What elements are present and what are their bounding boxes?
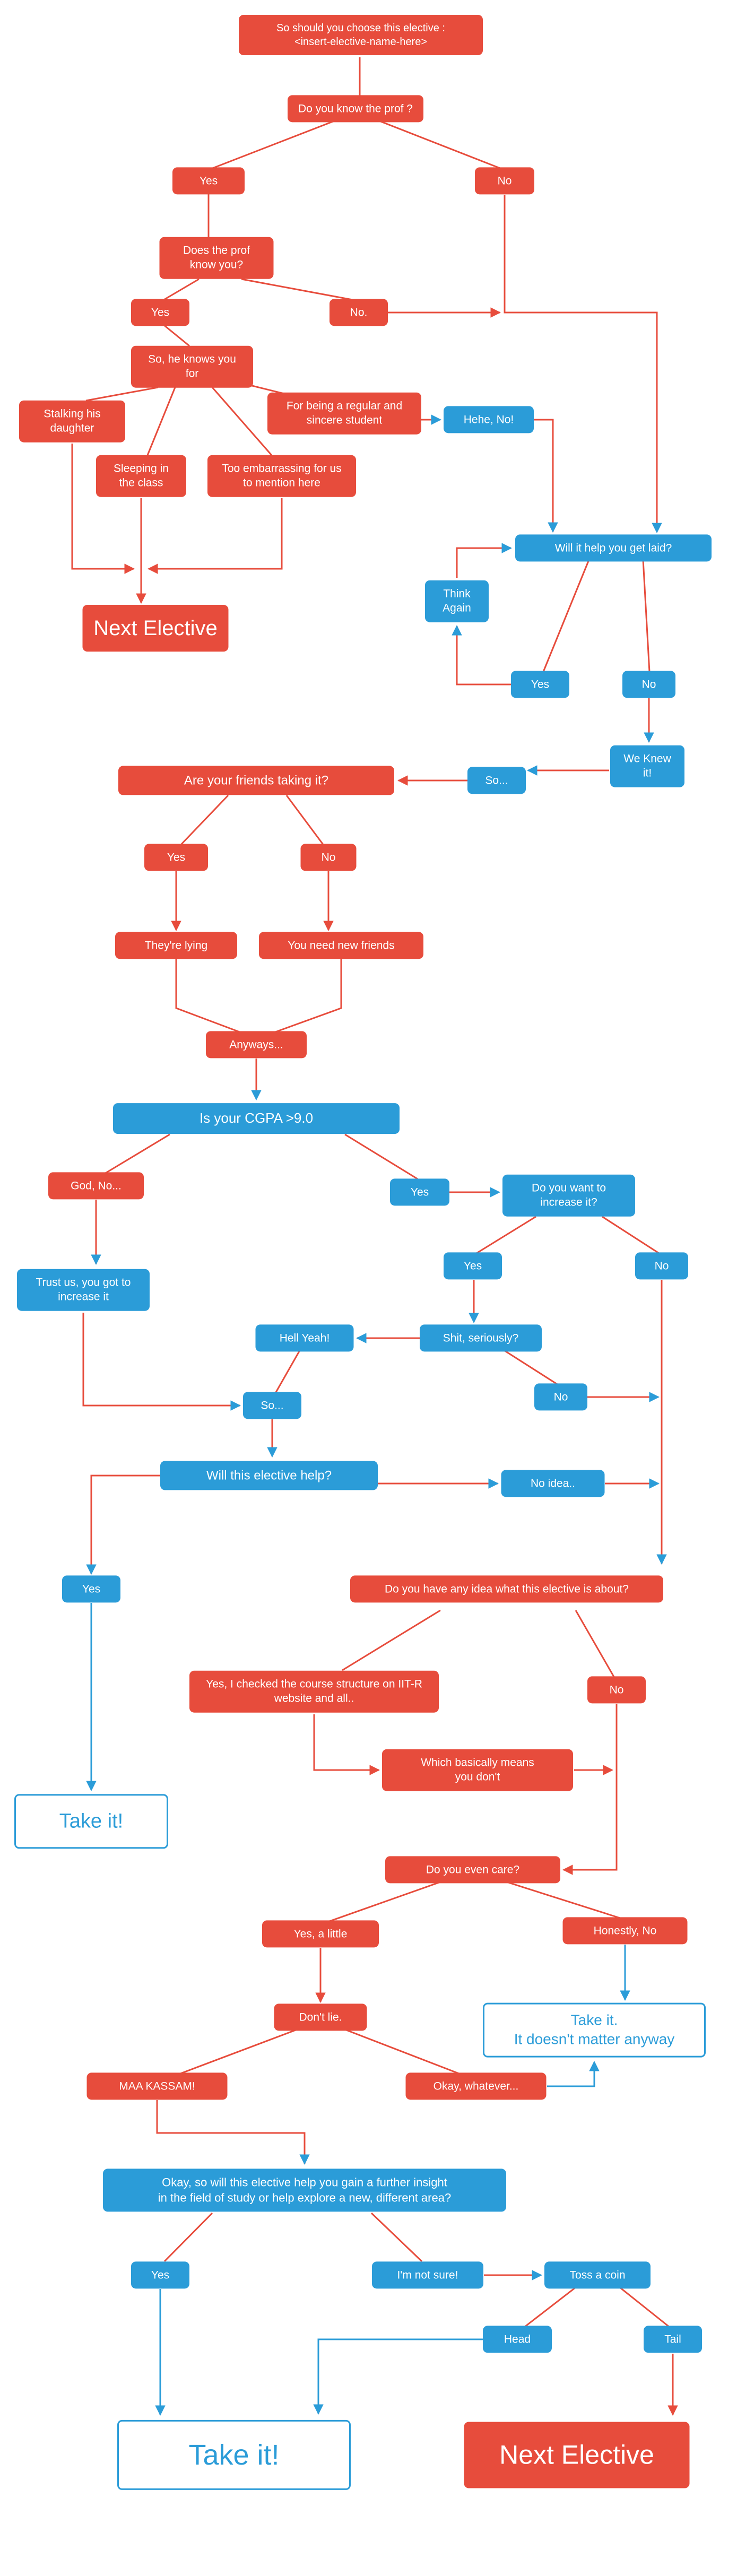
node-know-prof: Do you know the prof ?: [288, 95, 423, 123]
node-friends-yes: Yes: [144, 844, 208, 871]
node-hell-yeah: Hell Yeah!: [255, 1324, 354, 1352]
node-hehe-no: Hehe, No!: [444, 406, 534, 433]
node-next-elective-2: Next Elective: [464, 2422, 690, 2488]
node-prof-know-you: Does the prof know you?: [159, 237, 274, 279]
node-get-laid: Will it help you get laid?: [515, 534, 712, 562]
node-get-laid-no: No: [622, 671, 675, 698]
node-any-idea: Do you have any idea what this elective …: [350, 1575, 663, 1603]
node-any-idea-no: No: [587, 1676, 646, 1704]
node-checked-course: Yes, I checked the course structure on I…: [189, 1670, 439, 1713]
node-dont-lie: Don't lie.: [274, 2003, 367, 2031]
node-okay-whatever: Okay, whatever...: [405, 2072, 547, 2100]
node-title: So should you choose this elective : <in…: [239, 15, 483, 55]
node-theyre-lying: They're lying: [115, 932, 237, 959]
node-stalking: Stalking his daughter: [19, 400, 125, 443]
node-tail: Tail: [644, 2326, 702, 2353]
node-help-yes: Yes: [62, 1575, 120, 1603]
node-know-prof-yes: Yes: [172, 167, 245, 195]
node-we-knew-it: We Knew it!: [610, 745, 684, 787]
node-sincere-student: For being a regular and sincere student: [267, 392, 421, 435]
node-increase-it: Do you want to increase it?: [502, 1174, 635, 1217]
node-shit-seriously: Shit, seriously?: [420, 1324, 542, 1352]
node-increase-yes: Yes: [444, 1252, 502, 1280]
node-no-idea: No idea..: [501, 1470, 605, 1497]
red-connectors: [71, 57, 678, 2416]
node-toss-coin: Toss a coin: [544, 2261, 651, 2289]
node-take-it-1: Take it!: [14, 1794, 168, 1849]
node-cgpa: Is your CGPA >9.0: [113, 1103, 400, 1134]
node-increase-no: No: [635, 1252, 688, 1280]
blue-connectors: [86, 1603, 630, 2416]
node-god-no: God, No...: [48, 1172, 144, 1200]
node-take-it-3: Take it!: [117, 2419, 351, 2491]
node-embarrassing: Too embarrassing for us to mention here: [207, 455, 356, 497]
node-elective-help: Will this elective help?: [160, 1461, 378, 1490]
node-take-it-2: Take it. It doesn't matter anyway: [483, 2002, 706, 2058]
node-big-q-yes: Yes: [131, 2261, 189, 2289]
node-knows-you-for: So, he knows you for: [131, 345, 253, 388]
node-trust-us: Trust us, you got to increase it: [17, 1269, 150, 1311]
node-prof-know-you-no: No.: [330, 299, 388, 326]
node-friends-taking: Are your friends taking it?: [118, 766, 394, 795]
node-so-2: So...: [243, 1392, 301, 1419]
node-think-again: Think Again: [425, 580, 489, 622]
node-even-care: Do you even care?: [385, 1856, 560, 1884]
node-head: Head: [483, 2326, 552, 2353]
node-basically-means: Which basically means you don't: [382, 1749, 573, 1791]
node-anyways: Anyways...: [206, 1031, 307, 1059]
node-shit-no: No: [534, 1383, 587, 1411]
node-not-sure: I'm not sure!: [372, 2261, 483, 2289]
node-prof-know-you-yes: Yes: [131, 299, 189, 326]
node-know-prof-no: No: [475, 167, 534, 195]
node-so-1: So...: [467, 767, 526, 794]
node-friends-no: No: [300, 844, 357, 871]
node-honestly-no: Honestly, No: [562, 1917, 688, 1945]
node-big-question: Okay, so will this elective help you gai…: [103, 2169, 506, 2212]
node-yes-little: Yes, a little: [262, 1920, 379, 1948]
node-new-friends: You need new friends: [259, 932, 423, 959]
node-cgpa-yes: Yes: [390, 1178, 449, 1206]
node-get-laid-yes: Yes: [511, 671, 569, 698]
node-next-elective-1: Next Elective: [82, 605, 229, 652]
node-maa-kassam: MAA KASSAM!: [86, 2072, 228, 2100]
node-sleeping: Sleeping in the class: [96, 455, 186, 497]
